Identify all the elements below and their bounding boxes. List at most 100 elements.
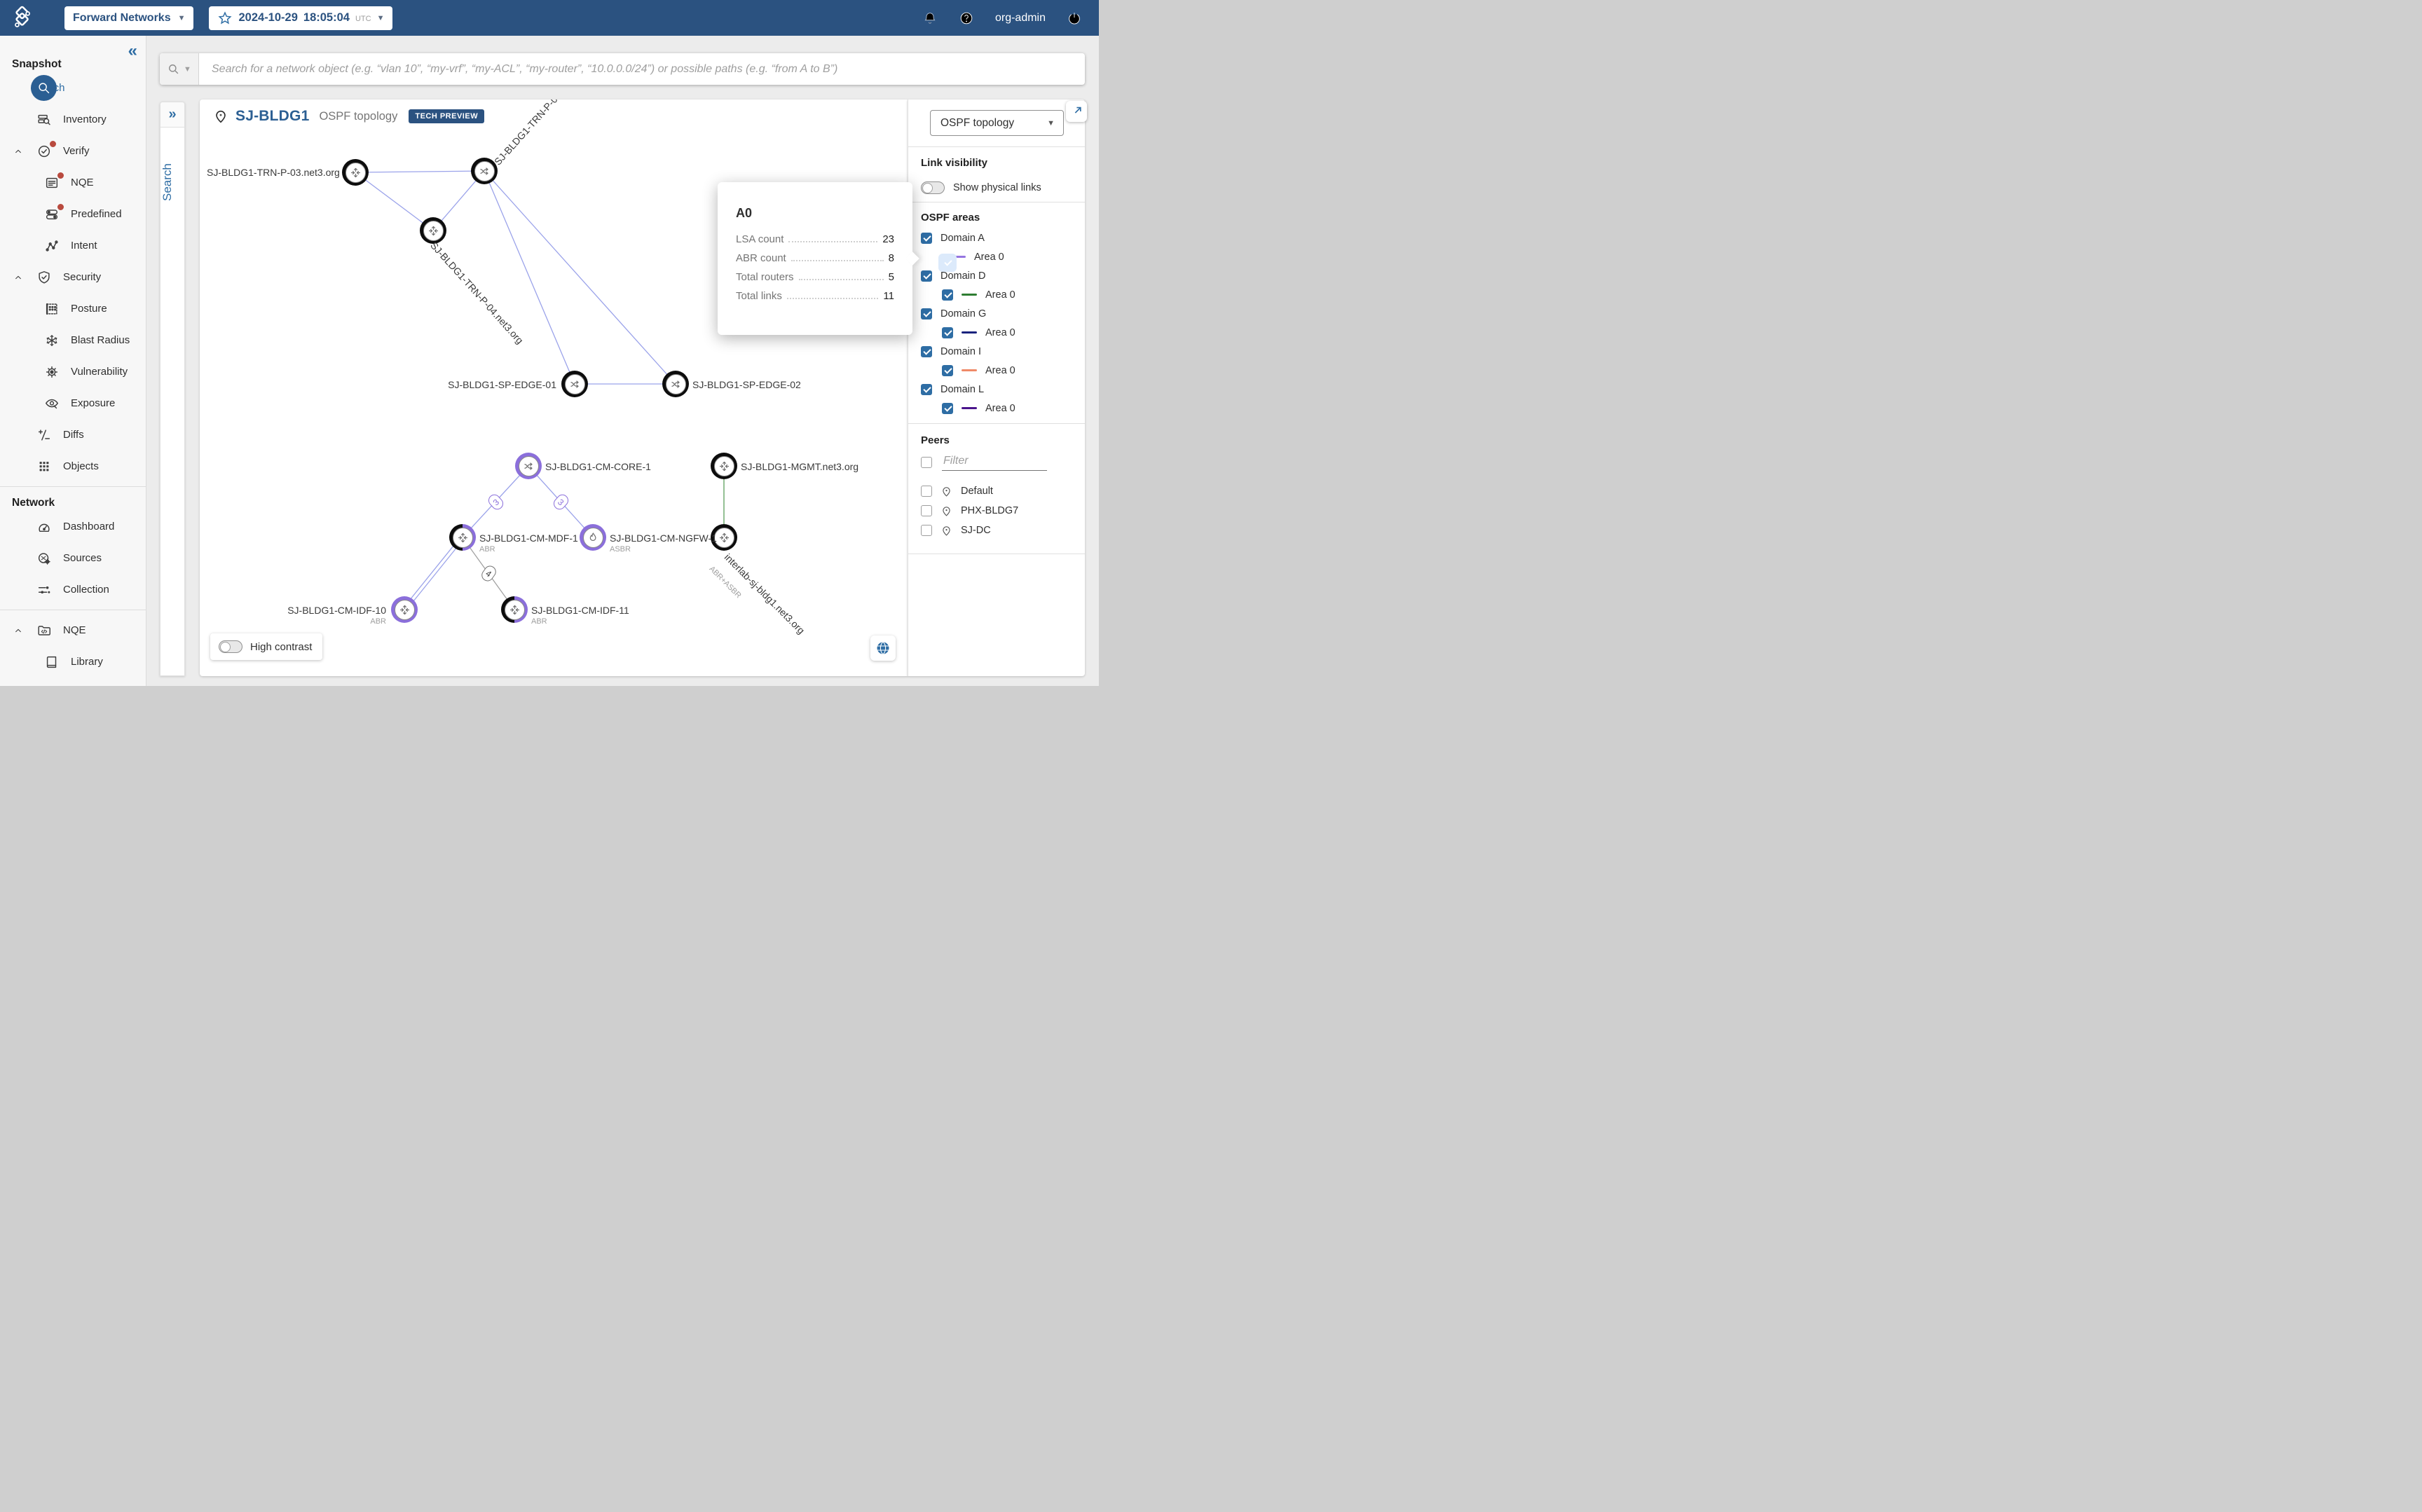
node-cm-core-1[interactable] <box>515 453 542 479</box>
peer-checkbox[interactable] <box>921 486 932 497</box>
domain-a-checkbox[interactable] <box>921 232 932 244</box>
peers-select-all-checkbox[interactable] <box>921 456 932 468</box>
org-selector[interactable]: Forward Networks ▼ <box>64 6 194 30</box>
sidebar-item-collection[interactable]: Collection <box>0 574 146 605</box>
area-0-checkbox[interactable] <box>942 402 953 414</box>
area-0-checkbox[interactable] <box>942 289 953 301</box>
org-selector-label: Forward Networks <box>73 11 171 24</box>
view-type-select[interactable]: OSPF topology ▼ <box>930 110 1064 136</box>
search-input[interactable] <box>199 53 1085 85</box>
alert-badge <box>48 139 57 149</box>
area-color-swatch <box>950 256 966 258</box>
username[interactable]: org-admin <box>994 11 1046 24</box>
search-type-selector[interactable]: ▼ <box>160 53 199 85</box>
logout-power-icon[interactable] <box>1067 11 1082 26</box>
expand-panel-button[interactable] <box>1066 101 1087 122</box>
node-sp-edge-02[interactable] <box>662 371 689 397</box>
nqe-folder-icon <box>35 621 53 640</box>
domain-i-checkbox[interactable] <box>921 345 932 357</box>
site-name[interactable]: SJ-BLDG1 <box>235 108 310 124</box>
snapshot-datetime-selector[interactable]: 2024-10-29 18:05:04 UTC ▼ <box>209 6 393 30</box>
peer-checkbox[interactable] <box>921 525 932 536</box>
side-tab-search-label[interactable]: Search <box>160 163 174 201</box>
area-0-checkbox[interactable] <box>942 327 953 338</box>
chevron-up-icon[interactable] <box>13 146 24 157</box>
snapshot-time: 18:05:04 <box>303 11 350 24</box>
sidebar: « Snapshot Search Inventory Verify NQE P… <box>0 36 146 686</box>
tooltip-row-label: Total routers <box>736 271 794 283</box>
peers-filter-row: Filter <box>908 453 1047 471</box>
sidebar-item-vulnerability[interactable]: Vulnerability <box>0 356 146 387</box>
diffs-icon <box>35 426 53 444</box>
node-mgmt[interactable] <box>711 453 737 479</box>
node-interlab[interactable] <box>711 524 737 551</box>
peer-checkbox[interactable] <box>921 505 932 516</box>
search-icon <box>31 75 57 101</box>
sidebar-item-blast-radius[interactable]: Blast Radius <box>0 324 146 356</box>
sidebar-item-objects[interactable]: Objects <box>0 451 146 482</box>
chevron-down-icon: ▼ <box>1047 118 1055 128</box>
alert-badge <box>56 202 65 212</box>
sidebar-item-predefined[interactable]: Predefined <box>0 198 146 230</box>
peer-row-phx-bldg7[interactable]: PHX-BLDG7 <box>908 501 1085 521</box>
collection-icon <box>35 581 53 599</box>
sidebar-item-inventory[interactable]: Inventory <box>0 104 146 135</box>
sidebar-item-posture[interactable]: Posture <box>0 293 146 324</box>
sidebar-item-sources[interactable]: Sources <box>0 542 146 574</box>
peers-filter-input[interactable]: Filter <box>942 453 1047 471</box>
node-label: SJ-BLDG1-CM-IDF-10 <box>287 605 386 616</box>
domain-d-checkbox[interactable] <box>921 270 932 282</box>
sidebar-item-nqe[interactable]: NQE <box>0 167 146 198</box>
area-color-swatch <box>962 294 977 296</box>
search-side-panel-collapsed: » Search <box>160 102 185 676</box>
sidebar-item-intent[interactable]: Intent <box>0 230 146 261</box>
node-cm-mdf-1[interactable] <box>449 524 476 551</box>
node-trn-p-04[interactable] <box>420 217 446 244</box>
sidebar-item-search[interactable]: Search <box>0 72 146 104</box>
show-physical-links-toggle[interactable] <box>921 181 945 194</box>
area-row: Area 0 <box>908 399 1085 418</box>
node-cm-ngfw-1[interactable] <box>580 524 606 551</box>
node-label: SJ-BLDG1-CM-CORE-1 <box>545 461 651 472</box>
domain-g-checkbox[interactable] <box>921 308 932 319</box>
help-icon[interactable] <box>959 11 974 26</box>
notifications-bell-icon[interactable] <box>922 11 938 26</box>
panel-expand-icon[interactable]: » <box>160 102 184 128</box>
forward-networks-logo[interactable] <box>0 5 46 32</box>
sidebar-item-security[interactable]: Security <box>0 261 146 293</box>
library-icon <box>43 653 61 671</box>
peer-row-default[interactable]: Default <box>908 481 1085 501</box>
top-bar: Forward Networks ▼ 2024-10-29 18:05:04 U… <box>0 0 1099 36</box>
chevron-up-icon[interactable] <box>13 625 24 636</box>
sidebar-section-network: Network <box>12 497 55 509</box>
node-cm-idf-11[interactable] <box>501 596 528 623</box>
star-icon[interactable] <box>217 11 233 26</box>
tooltip-row-label: ABR count <box>736 252 786 264</box>
chevron-up-icon[interactable] <box>13 272 24 283</box>
sidebar-item-nqe-section[interactable]: NQE <box>0 614 146 646</box>
peer-row-sj-dc[interactable]: SJ-DC <box>908 521 1085 540</box>
sidebar-item-dashboard[interactable]: Dashboard <box>0 511 146 542</box>
node-cm-idf-10[interactable] <box>391 596 418 623</box>
domain-row: Domain G <box>908 304 1085 323</box>
node-trn-p-03[interactable] <box>342 159 369 186</box>
node-trn-p-0x[interactable] <box>471 158 498 184</box>
high-contrast-toggle[interactable] <box>219 640 242 653</box>
tooltip-row-label: LSA count <box>736 233 784 245</box>
sidebar-item-exposure[interactable]: Exposure <box>0 387 146 419</box>
firewall-flame-icon <box>587 531 600 544</box>
sidebar-item-verify[interactable]: Verify <box>0 135 146 167</box>
globe-view-button[interactable] <box>870 635 896 661</box>
domain-l-checkbox[interactable] <box>921 383 932 395</box>
node-role: ABR <box>531 617 547 626</box>
node-role: ABR <box>370 617 386 626</box>
sidebar-collapse-icon[interactable]: « <box>128 41 137 60</box>
node-sp-edge-01[interactable] <box>561 371 588 397</box>
node-role: ABR <box>479 545 495 554</box>
switch-icon <box>568 378 582 391</box>
sidebar-item-library[interactable]: Library <box>0 646 146 678</box>
area-row: Area 0 <box>908 285 1085 304</box>
sidebar-section-snapshot: Snapshot <box>12 58 62 70</box>
sidebar-item-diffs[interactable]: Diffs <box>0 419 146 451</box>
area-0-checkbox[interactable] <box>942 364 953 376</box>
